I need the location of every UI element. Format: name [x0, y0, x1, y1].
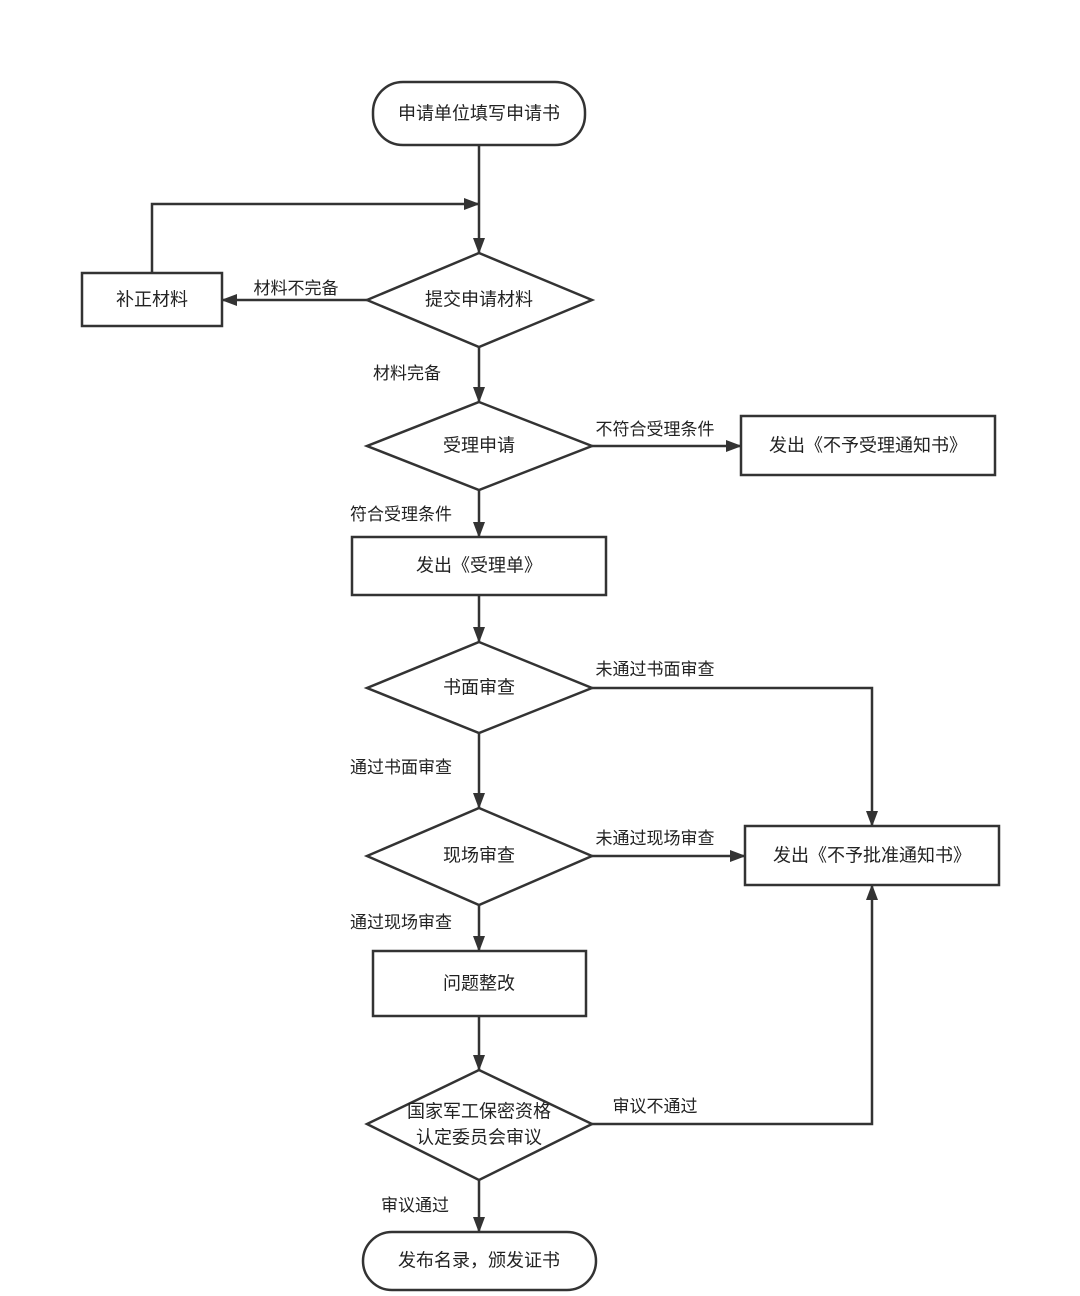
edge-label-incomplete: 材料不完备: [254, 279, 339, 299]
node-start-label: 申请单位填写申请书: [398, 104, 560, 125]
node-supplement-label: 补正材料: [116, 290, 188, 311]
edge-committee-fail: [592, 884, 878, 1126]
edge-label-review-pass: 审议通过: [381, 1196, 449, 1216]
edge-label-site-pass: 通过现场审查: [350, 913, 452, 933]
node-submit: [363, 251, 596, 349]
node-paper-review-label: 书面审查: [443, 678, 515, 699]
node-accept: [363, 400, 596, 492]
node-rectify: [371, 949, 588, 1018]
node-submit-label: 提交申请材料: [425, 290, 533, 311]
node-rectify-label: 问题整改: [443, 974, 515, 995]
node-reject-approval-label: 发出《不予批准通知书》: [773, 846, 971, 867]
node-accept-label: 受理申请: [443, 436, 515, 457]
node-accept-slip-label: 发出《受理单》: [416, 556, 542, 577]
edge-label-review-fail: 审议不通过: [613, 1097, 698, 1117]
node-committee-label-line2: 认定委员会审议: [416, 1128, 542, 1149]
node-end-label: 发布名录，颁发证书: [398, 1251, 560, 1272]
node-accept-slip: [350, 535, 608, 597]
node-paper-review: [363, 640, 596, 735]
edge-label-complete: 材料完备: [373, 364, 441, 384]
node-site-review: [363, 806, 596, 907]
node-committee-label-line1: 国家军工保密资格: [407, 1102, 551, 1123]
node-supplement: [80, 271, 224, 328]
node-end: [361, 1230, 598, 1292]
edge-supplement-loop-back: [150, 198, 480, 273]
edge-label-not-eligible: 不符合受理条件: [596, 420, 715, 440]
edge-label-eligible: 符合受理条件: [350, 505, 452, 525]
node-committee: [364, 1068, 595, 1182]
node-site-review-label: 现场审查: [443, 846, 515, 867]
node-reject-accept: [739, 414, 997, 477]
node-start: [371, 80, 587, 147]
edge-label-site-fail: 未通过现场审查: [596, 829, 715, 849]
node-reject-accept-label: 发出《不予受理通知书》: [769, 436, 967, 457]
edge-label-paper-pass: 通过书面审查: [350, 758, 452, 778]
edge-paper-review-fail: [592, 686, 878, 827]
edge-label-paper-fail: 未通过书面审查: [596, 660, 715, 680]
node-reject-approval: [743, 824, 1001, 887]
